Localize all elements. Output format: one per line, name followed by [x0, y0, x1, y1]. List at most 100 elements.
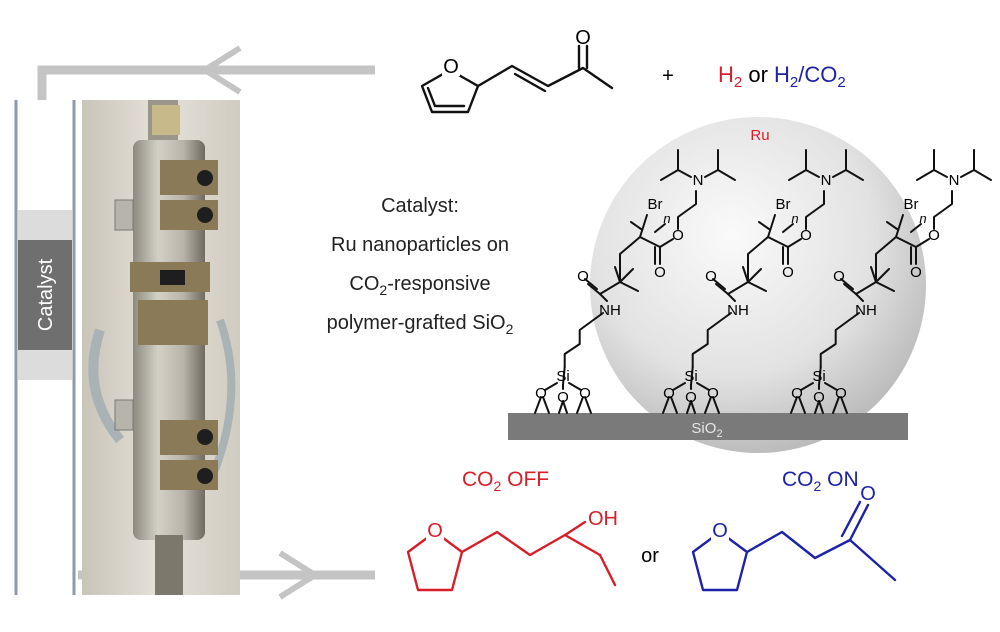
bond: [832, 396, 840, 414]
atom-label-o: O: [663, 385, 675, 402]
atom-label-nh: NH: [727, 302, 749, 319]
svg-text:polymer-grafted SiO2: polymer-grafted SiO2: [327, 312, 514, 337]
atom-label-nh: NH: [855, 302, 877, 319]
column-catalyst-label: Catalyst: [35, 258, 57, 331]
svg-text:OH: OH: [588, 508, 618, 530]
bond: [584, 396, 592, 414]
atom-label-si: Si: [812, 368, 825, 385]
bond: [767, 214, 776, 238]
bond: [886, 221, 898, 230]
svg-text:CO2-responsive: CO2-responsive: [349, 273, 490, 298]
bond: [704, 396, 712, 414]
atom-label-o: O: [835, 385, 847, 402]
bond: [800, 382, 814, 391]
atom-label-si: Si: [556, 368, 569, 385]
atom-label-o: O: [705, 268, 717, 285]
carbonyl-o-label: O: [575, 27, 591, 49]
co2-off-label: CO2 OFF: [462, 468, 549, 494]
sio2-label: SiO2: [691, 420, 722, 440]
atom-label-n-repeat: n: [919, 211, 926, 226]
bond: [840, 396, 848, 414]
bond: [619, 268, 634, 283]
atom-label-o: O: [535, 385, 547, 402]
or-label: or: [641, 545, 659, 567]
atom-label-o: O: [928, 227, 940, 244]
atom-label-br: Br: [648, 196, 663, 213]
bond: [818, 366, 822, 386]
atom-label-o: O: [833, 268, 845, 285]
bond: [662, 396, 670, 414]
atom-label-br: Br: [904, 196, 919, 213]
bond: [910, 223, 922, 233]
ru-nanoparticle: [590, 117, 926, 453]
atom-label-nh: NH: [599, 302, 621, 319]
atom-label-n: N: [821, 172, 832, 189]
bond: [712, 396, 720, 414]
catalyst-description: Catalyst: Ru nanoparticles on CO2-respon…: [327, 195, 514, 337]
atom-label-o: O: [685, 389, 697, 406]
bond: [562, 366, 566, 386]
bond: [630, 221, 642, 230]
sio2-support: [508, 413, 908, 440]
bond: [824, 382, 838, 391]
gas-options: H2 or H2/CO2: [718, 62, 846, 91]
atom-label-o: O: [557, 389, 569, 406]
reactant-furanone: O O: [420, 27, 614, 114]
inlet-arrow: [37, 45, 375, 102]
ru-label: Ru: [750, 127, 769, 144]
bond: [805, 190, 825, 230]
atom-label-o: O: [782, 264, 794, 281]
atom-label-n: N: [693, 172, 704, 189]
bond: [599, 281, 639, 302]
atom-label-o: O: [672, 227, 684, 244]
bond: [677, 190, 697, 230]
bond: [690, 366, 694, 386]
bond: [747, 268, 762, 283]
bond: [715, 283, 729, 295]
bond: [563, 312, 604, 368]
bond: [960, 169, 992, 181]
atom-label-o: O: [707, 385, 719, 402]
bond: [895, 214, 904, 238]
atom-label-o: O: [577, 268, 589, 285]
svg-text:O: O: [427, 520, 443, 542]
atom-label-o: O: [654, 264, 666, 281]
bond: [933, 190, 953, 230]
bond: [576, 396, 584, 414]
bond: [544, 382, 558, 391]
bond: [818, 400, 824, 414]
bond: [855, 281, 895, 302]
bond: [587, 283, 601, 295]
atom-label-n: N: [949, 172, 960, 189]
bond: [840, 278, 854, 290]
bond: [782, 223, 794, 233]
bond: [534, 396, 542, 414]
bond: [686, 400, 692, 414]
svg-text:Ru nanoparticles on: Ru nanoparticles on: [331, 234, 509, 256]
bond: [562, 400, 568, 414]
alcohol-product: O OH: [406, 508, 618, 592]
bond: [584, 278, 598, 290]
svg-text:O: O: [860, 483, 876, 505]
atom-label-n-repeat: n: [791, 211, 798, 226]
atom-label-o: O: [800, 227, 812, 244]
atom-label-o: O: [910, 264, 922, 281]
bond: [690, 400, 696, 414]
bond: [670, 396, 678, 414]
bond: [843, 283, 857, 295]
bond: [691, 312, 732, 368]
furan-o-label: O: [443, 56, 459, 78]
atom-label-o: O: [579, 385, 591, 402]
atom-label-o: O: [791, 385, 803, 402]
bond: [758, 221, 770, 230]
bond: [814, 400, 820, 414]
bond: [672, 382, 686, 391]
atom-label-o: O: [813, 389, 825, 406]
co2-on-label: CO2 ON: [782, 468, 859, 494]
bond: [790, 396, 798, 414]
